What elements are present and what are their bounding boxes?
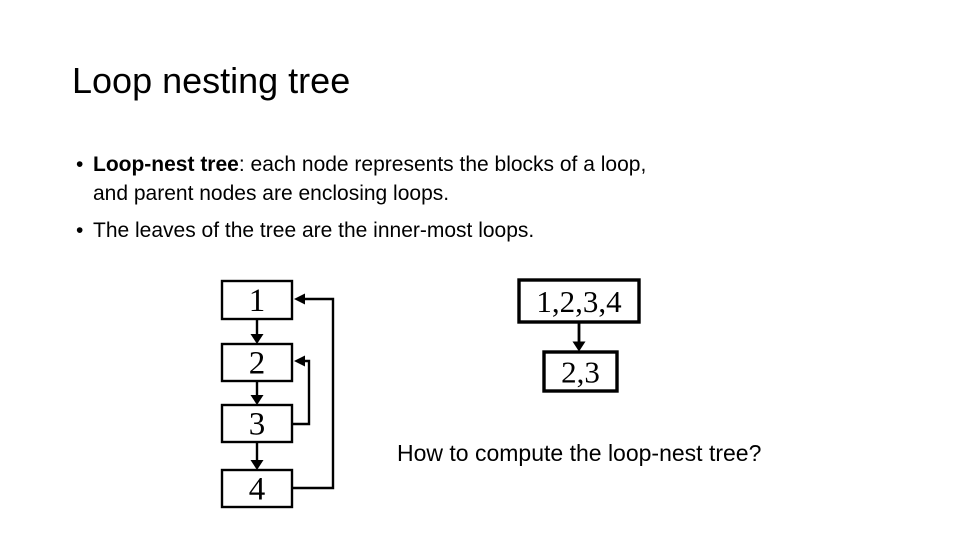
bullet-1-line-1-rest: : each node represents the blocks of a l…: [238, 153, 647, 176]
bullet-item-leaves: • The leaves of the tree are the inner-m…: [76, 216, 646, 245]
flow-arrow-3-4-head: [250, 460, 264, 470]
flow-arrow-1-2-head: [250, 334, 264, 344]
bullet-1-line-1: Loop-nest tree: each node represents the…: [93, 150, 646, 179]
tree-root-node-label: 1,2,3,4: [536, 284, 622, 319]
back-edge-3-2-shaft: [292, 359, 311, 426]
bullet-marker: •: [76, 219, 84, 242]
bullet-text-2: The leaves of the tree are the inner-mos…: [93, 216, 534, 245]
cfg-diagram: 1 2 3 4: [220, 279, 335, 509]
bullet-2-line-1: The leaves of the tree are the inner-mos…: [93, 219, 535, 242]
bullet-marker: •: [76, 153, 84, 176]
cfg-block-1-box: [220, 279, 294, 321]
cfg-block-4-label: 4: [249, 472, 266, 508]
bullet-1-line-2: and parent nodes are enclosing loops.: [93, 182, 450, 205]
bullet-1-bold-lead: Loop-nest tree: [93, 153, 239, 176]
cfg-block-3-label: 3: [249, 407, 266, 443]
cfg-block-1-label: 1: [249, 283, 266, 319]
back-edge-4-1-head: [294, 293, 305, 305]
question-text: How to compute the loop-nest tree?: [397, 440, 762, 466]
tree-child-node-label: 2,3: [561, 355, 600, 390]
slide-title: Loop nesting tree: [72, 60, 351, 101]
tree-child-node-box: [542, 350, 619, 393]
bullet-text-1: Loop-nest tree: each node represents the…: [93, 150, 646, 208]
tree-edge-head: [572, 341, 586, 352]
back-edge-3-2-head: [294, 355, 305, 367]
loop-tree-diagram: 1,2,3,4 2,3: [517, 278, 641, 393]
bullet-item-loop-nest-tree: • Loop-nest tree: each node represents t…: [76, 150, 646, 208]
cfg-block-2-label: 2: [249, 346, 266, 382]
back-edge-4-1-shaft: [292, 297, 335, 490]
bullet-list: • Loop-nest tree: each node represents t…: [76, 150, 646, 245]
flow-arrow-2-3-head: [250, 395, 264, 405]
